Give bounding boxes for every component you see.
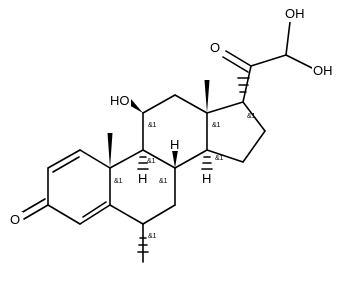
ring-a [47,149,111,225]
bond-c1-c2 [47,149,81,169]
h-c9-label: H [138,171,147,186]
bond-c11-c12 [142,94,176,114]
stereo-c8-label: &1 [159,178,168,185]
bond-c4-c5-inner [82,201,107,218]
hydroxyl-21a-label: OH [285,6,305,21]
ketone-o3-label: O [10,212,20,227]
bond-c14-c8 [174,149,208,169]
stereo-c10-label: &1 [114,178,123,185]
c3-ketone [20,198,49,220]
hydroxyl-c11-label: HO [110,93,130,108]
bond-c3-o [23,204,49,220]
stereo-c13-label: &1 [212,122,221,129]
ring-b [109,149,176,225]
bond-c6-c5 [109,204,144,225]
bond-c17-c16 [242,101,266,132]
stereo-c17-label: &1 [247,113,256,120]
ring-c [142,94,208,169]
bond-c17-c20 [242,65,252,103]
stereo-c6-label: &1 [148,233,157,240]
h-c8-label: H [170,137,179,152]
bond-c20-o [225,50,252,67]
stereo-bonds [127,77,250,253]
bond-c3-o-double [20,198,46,214]
wedge-c10-methyl [107,133,113,168]
methyl-groups [107,80,210,263]
stereo-c11-label: &1 [148,122,157,129]
bond-c21-oh-a [285,21,291,56]
bond-c4-c5 [79,204,111,225]
bond-c21-oh-b [285,54,313,69]
wedge-c13-methyl [204,80,210,113]
bond-c1-c2-inner [52,156,80,173]
atom-labels: HO O O OH OH H H H [10,6,334,228]
side-chain [222,21,313,103]
ring-d [206,101,266,163]
bond-c20-c21 [250,54,287,67]
bond-c12-c13 [174,94,208,114]
bond-c16-c15 [242,130,266,163]
h-c14-label: H [202,171,211,186]
hydroxyl-21b-label: OH [313,63,333,78]
bond-c3-c4 [47,204,81,225]
stereo-labels: &1 &1 &1 &1 &1 &1 &1 &1 [114,113,256,240]
wedge-c8-h [172,150,178,168]
bond-c15-c14 [206,149,244,163]
stereo-c9-label: &1 [147,158,156,165]
stereo-c14-label: &1 [215,155,224,162]
bond-c20-o-double [222,56,249,73]
bond-c9-c8 [142,149,176,169]
bond-c10-c1 [79,149,111,169]
bond-c13-c17 [206,101,244,114]
ketone-o20-label: O [210,40,220,55]
bond-c7-c6 [142,204,176,225]
bond-c10-c9 [109,149,144,169]
